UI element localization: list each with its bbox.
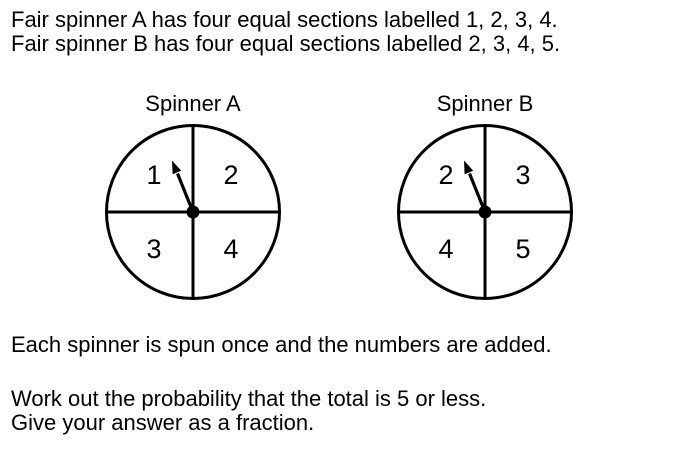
section-label-bottom-right: 5 [515,234,530,264]
section-label-top-right: 3 [515,160,530,190]
spinner-a-diagram: 1 2 3 4 [105,124,281,300]
spinner-arrow-icon [464,160,487,213]
question-line-1: Work out the probability that the total … [11,386,487,411]
spinner-arrow-icon [172,160,195,213]
section-label-bottom-left: 3 [146,234,161,264]
section-label-bottom-right: 4 [223,234,238,264]
section-label-top-right: 2 [223,160,238,190]
section-label-top-left: 2 [438,160,453,190]
spinner-a-title: Spinner A [145,91,241,116]
spinner-b-title: Spinner B [436,91,534,116]
spinner-b-figure: Spinner B 2 3 4 5 [395,92,575,302]
intro-line-1: Fair spinner A has four equal sections l… [11,7,558,32]
spinner-center-dot [186,205,200,219]
spinner-a-figure: Spinner A 1 2 3 4 [103,92,283,302]
intro-line-2: Fair spinner B has four equal sections l… [11,31,561,56]
question-line-2: Give your answer as a fraction. [11,410,315,435]
intro-text: Fair spinner A has four equal sections l… [11,8,560,56]
section-label-bottom-left: 4 [438,234,453,264]
section-label-top-left: 1 [146,160,161,190]
statement-line: Each spinner is spun once and the number… [11,332,552,357]
spinner-center-dot [478,205,492,219]
spinner-b-diagram: 2 3 4 5 [397,124,573,300]
question-text: Work out the probability that the total … [11,387,486,435]
statement-text: Each spinner is spun once and the number… [11,333,552,357]
